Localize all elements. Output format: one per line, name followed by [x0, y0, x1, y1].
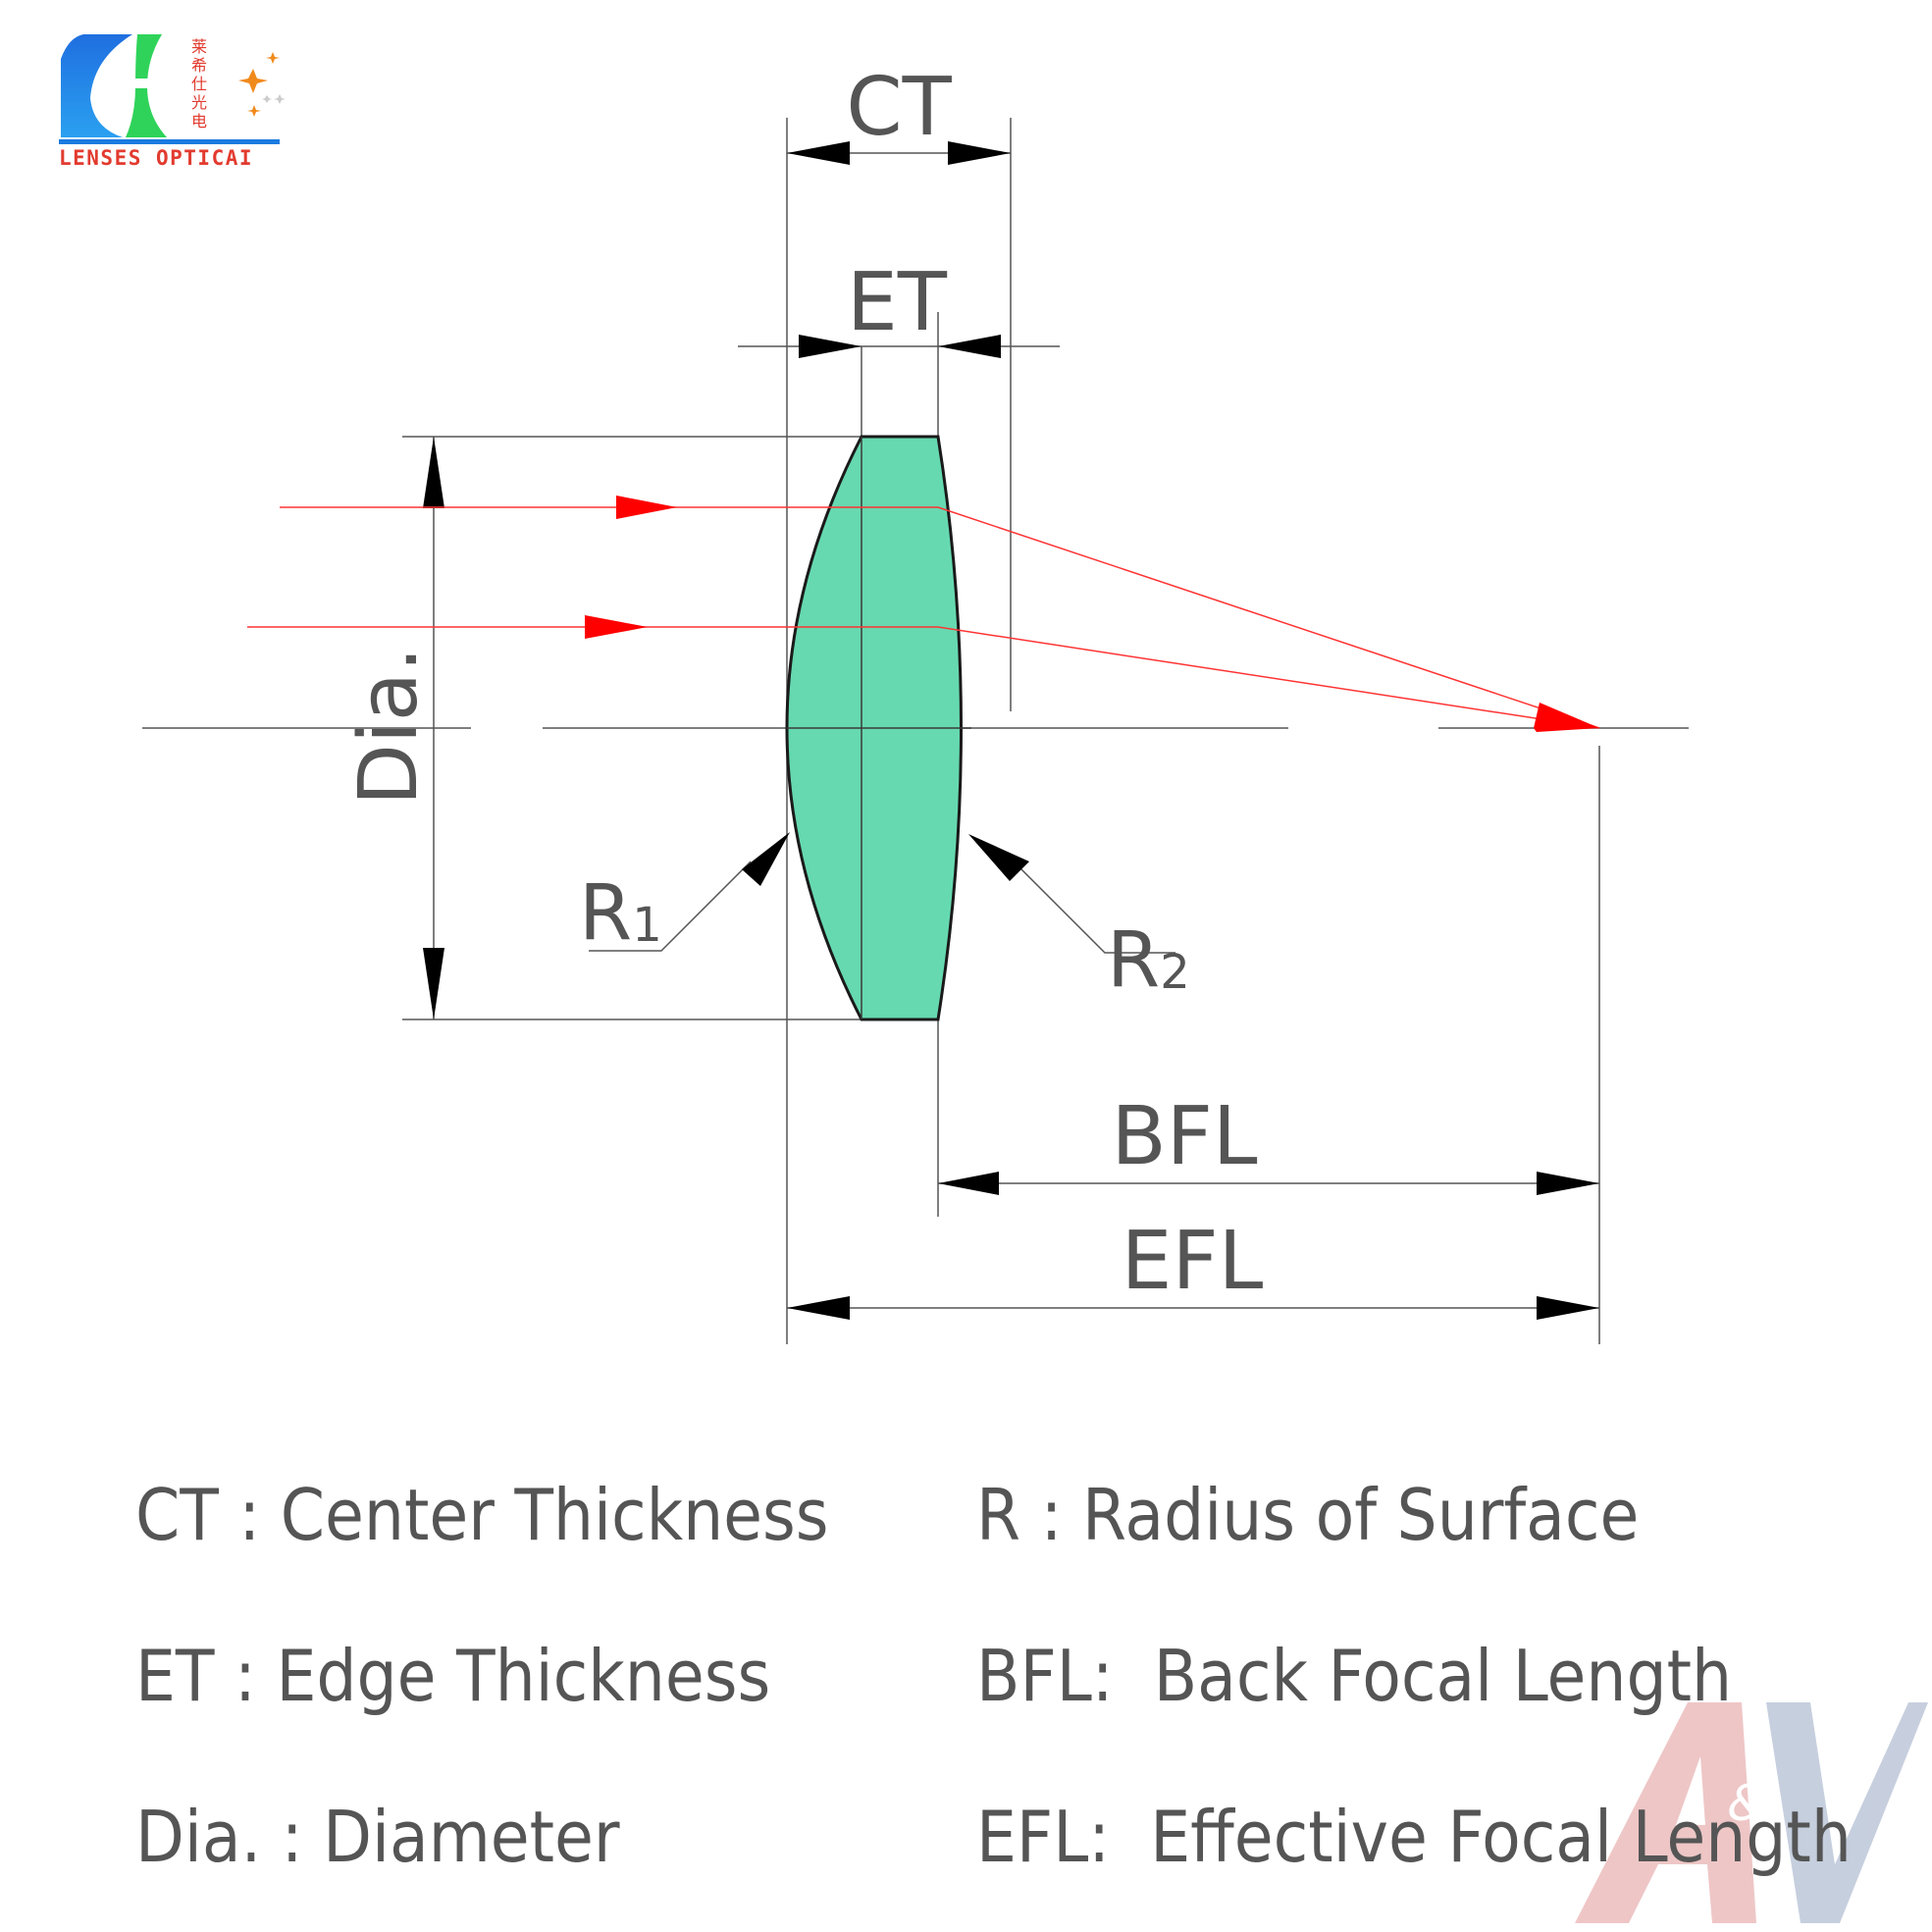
ray-top-refracted [937, 506, 1600, 729]
focal-point-arrow [1534, 703, 1599, 732]
ct-dimension: CT [787, 61, 1011, 165]
r1-subscript: 1 [632, 898, 662, 953]
legend-bfl: BFL: Back Focal Length [976, 1635, 1733, 1717]
logo-char-3: 仕 [191, 75, 207, 93]
logo-char-1: 莱 [191, 37, 207, 56]
ray-bottom-arrow [585, 615, 648, 639]
legend-ct: CT : Center Thickness [135, 1474, 829, 1556]
r1-label: R [579, 869, 632, 958]
logo-white-bar [108, 78, 167, 88]
extension-lines [402, 118, 1600, 1344]
ray-top-arrow [616, 496, 677, 519]
bfl-dimension: BFL [938, 1090, 1599, 1195]
logo-star-icon [238, 52, 286, 117]
r1-annotation: R1 [579, 832, 790, 958]
svg-text:R1: R1 [579, 869, 662, 958]
logo-latin-text: LENSES OPTICAI [59, 146, 253, 170]
legend-dia: Dia. : Diameter [135, 1796, 620, 1878]
light-rays [247, 496, 1600, 732]
efl-dimension: EFL [787, 1215, 1599, 1320]
et-dimension: ET [799, 256, 1001, 358]
svg-text:R2: R2 [1107, 916, 1190, 1005]
dia-label: Dia. [342, 647, 436, 806]
et-label: ET [847, 256, 948, 349]
watermark: & [1575, 1702, 1928, 1923]
logo-char-5: 电 [191, 112, 207, 131]
lens [785, 435, 971, 1021]
legend-et: ET : Edge Thickness [135, 1635, 771, 1717]
logo-chinese-text: 莱 希 仕 光 电 [191, 37, 207, 131]
ct-label: CT [846, 61, 952, 154]
legend-efl: EFL: Effective Focal Length [976, 1796, 1852, 1878]
ray-bottom-refracted [937, 626, 1600, 729]
bfl-label: BFL [1111, 1090, 1257, 1183]
efl-label: EFL [1122, 1215, 1264, 1308]
watermark-a-shape [1575, 1702, 1756, 1923]
watermark-ampersand: & [1727, 1775, 1765, 1832]
r2-subscript: 2 [1160, 945, 1190, 1000]
company-logo: 莱 希 仕 光 电 LENSES OPTICAI [59, 34, 286, 170]
logo-blue-mark [61, 34, 132, 137]
logo-char-2: 希 [191, 56, 207, 75]
logo-blue-underline [59, 139, 280, 144]
watermark-v-shape [1766, 1702, 1928, 1923]
diameter-dimension: Dia. [342, 437, 444, 1019]
r2-annotation: R2 [968, 834, 1190, 1005]
legend-r: R : Radius of Surface [976, 1474, 1640, 1556]
logo-char-4: 光 [191, 93, 207, 112]
r2-label: R [1107, 916, 1160, 1005]
